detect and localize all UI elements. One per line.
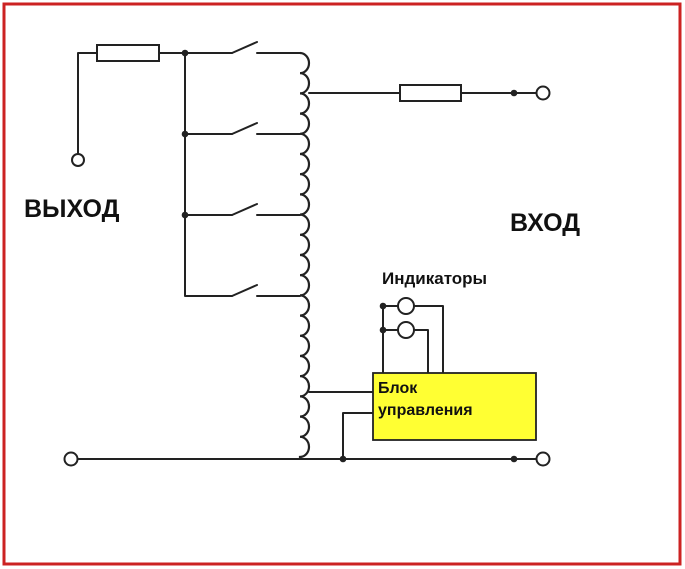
control-block-label-line2: управления: [378, 402, 473, 419]
control-block: [372, 372, 537, 441]
indicators-label: Индикаторы: [382, 269, 487, 288]
input-fuse: [399, 84, 462, 102]
control-block-label-line1: Блок: [378, 380, 418, 397]
junction-dot: [181, 130, 189, 138]
output-fuse: [96, 44, 160, 62]
relay-switch-2: [231, 122, 301, 135]
output-terminal-top: [71, 153, 85, 167]
indicator-lamp-2: [397, 321, 415, 339]
autotransformer-coil: [298, 51, 311, 459]
input-terminal-bottom: [535, 451, 551, 467]
relay-switch-4: [231, 284, 301, 297]
junction-dot: [510, 455, 518, 463]
input-terminal-top: [535, 85, 551, 101]
output-wiring: [77, 52, 233, 297]
junction-dot: [510, 89, 518, 97]
output-terminal-bottom: [63, 451, 79, 467]
relay-switch-1: [231, 41, 301, 54]
output-label: ВЫХОД: [24, 195, 120, 223]
input-label: ВХОД: [510, 209, 580, 237]
control-ground-wire: [342, 412, 374, 460]
junction-dot: [181, 49, 189, 57]
relay-switch-3: [231, 203, 301, 216]
indicator-lamp-1: [397, 297, 415, 315]
junction-dot: [379, 302, 387, 310]
junction-dot: [379, 326, 387, 334]
junction-dot: [181, 211, 189, 219]
indicator-wiring: [382, 305, 444, 374]
